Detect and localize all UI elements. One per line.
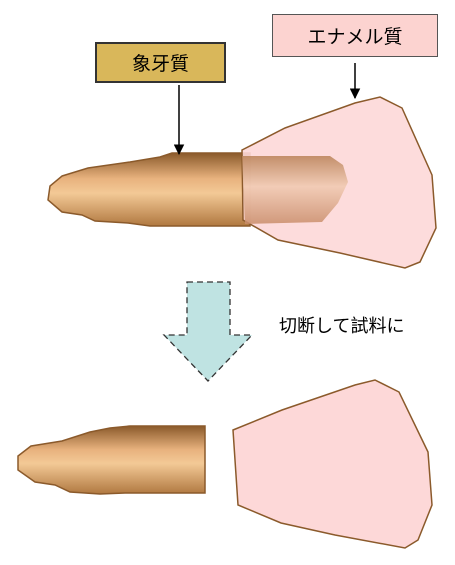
enamel-specimen (232, 379, 433, 549)
process-caption: 切断して試料に (279, 316, 405, 337)
enamel-label: エナメル質 (272, 14, 438, 57)
enamel-label-text: エナメル質 (307, 26, 403, 48)
sectioned-specimen (17, 379, 433, 549)
dentin-label: 象牙質 (95, 42, 226, 83)
process-down-arrow-icon (162, 281, 254, 382)
dentin-core-top (242, 156, 348, 224)
dentin-label-text: 象牙質 (131, 53, 189, 75)
intact-tooth (47, 96, 437, 269)
dentin-specimen (17, 425, 206, 495)
dentin-root-top (47, 152, 251, 227)
